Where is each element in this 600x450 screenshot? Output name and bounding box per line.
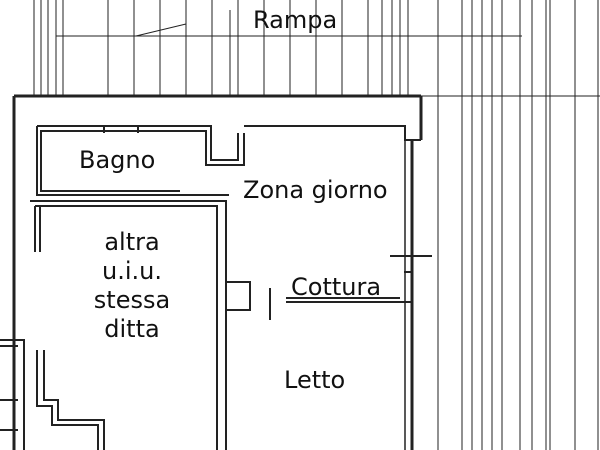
walls [0, 94, 432, 450]
altra-line-4: ditta [104, 315, 160, 343]
bathroom-wall-left [36, 126, 42, 196]
rampa-label: Rampa [253, 6, 338, 34]
altra-uiu-label: altra u.i.u. stessa ditta [78, 228, 186, 344]
altra-line-1: altra [104, 228, 160, 256]
left-unit-top [30, 200, 227, 450]
cottura-label: Cottura [291, 273, 382, 301]
bathroom-wall-top [37, 125, 239, 161]
bathroom-wall-bottom [37, 190, 229, 196]
zona-giorno-label: Zona giorno [243, 176, 388, 204]
right-hatching [421, 0, 600, 450]
day-area-top-wall [244, 125, 421, 141]
stair-arrow-line [135, 23, 187, 37]
letto-label: Letto [284, 366, 346, 394]
stair-ramp-lines [33, 0, 522, 96]
bathroom-wall-top-inner [40, 130, 245, 166]
left-unit-left [34, 206, 41, 252]
bagno-label: Bagno [79, 146, 156, 174]
door-jamb [226, 281, 251, 311]
altra-line-2: u.i.u. [102, 257, 162, 285]
left-sill [0, 339, 25, 450]
left-steps [36, 350, 105, 450]
altra-line-3: stessa [93, 286, 171, 314]
bathroom-window [103, 126, 139, 133]
